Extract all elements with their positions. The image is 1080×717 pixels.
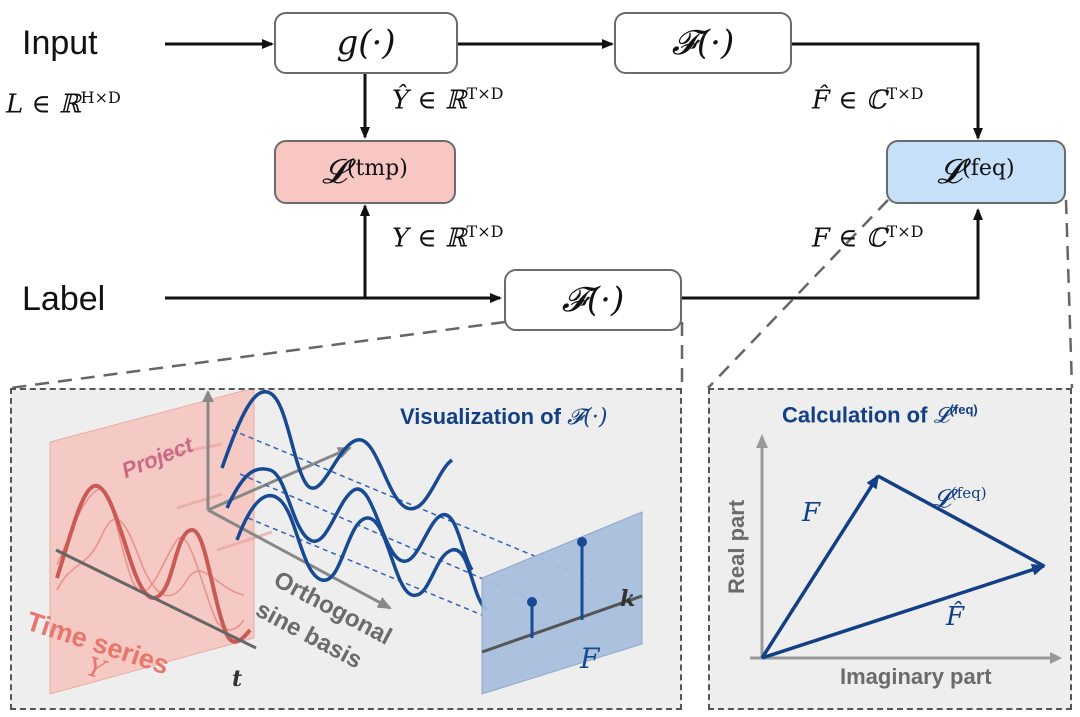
calculation-title-text: Calculation of xyxy=(782,402,934,428)
depth-axis xyxy=(207,508,392,610)
yhat-sup: T×D xyxy=(466,84,504,103)
zoom-line-right-a xyxy=(707,199,889,389)
input-set-text: L ∈ ℝ xyxy=(6,89,81,120)
calculation-title-math: 𝓛 xyxy=(933,403,950,429)
t-axis xyxy=(55,548,257,650)
imaginary-part-label: Imaginary part xyxy=(840,664,992,689)
t-axis-label: t xyxy=(232,666,242,692)
fourier-bottom-text: 𝓕(·) xyxy=(561,280,625,320)
fhat-label: F̂ ∈ ℂT×D xyxy=(812,84,923,116)
vector-F xyxy=(760,474,880,659)
sine-wave-3 xyxy=(235,493,489,612)
spectrum-stems xyxy=(530,542,584,638)
vector-loss xyxy=(877,474,1045,568)
fourier-bottom-box: 𝓕(·) xyxy=(504,269,682,331)
sine-wave-2 xyxy=(225,467,474,571)
label-label: Label xyxy=(22,280,106,318)
time-series-plane xyxy=(49,390,255,695)
f-text: F ∈ ℂ xyxy=(812,223,887,254)
calculation-graphic xyxy=(750,434,1062,664)
k-axis xyxy=(481,594,643,654)
visualization-title: Visualization of 𝓕(·) xyxy=(400,404,607,430)
input-set-sup: H×D xyxy=(80,88,121,107)
g-function-box: g(·) xyxy=(274,12,458,74)
f-sup: T×D xyxy=(886,222,924,241)
visualization-title-text: Visualization of xyxy=(400,404,568,429)
vector-Fhat xyxy=(761,564,1046,660)
feq-loss-base: 𝓛 xyxy=(937,152,963,192)
calculation-title-sup: (feq) xyxy=(949,402,978,417)
loss-vector-label: 𝓛(feq) xyxy=(932,484,987,516)
sine-wave-1 xyxy=(220,390,454,511)
time-series-thin-curve-2 xyxy=(56,518,245,597)
feq-loss-sup: (feq) xyxy=(962,155,1015,181)
yhat-label: Ŷ ∈ ℝT×D xyxy=(392,84,503,116)
f-label: F ∈ ℂT×D xyxy=(812,222,923,254)
g-function-text: g(·) xyxy=(336,23,396,63)
arrow-fbottom-to-feq xyxy=(682,208,983,300)
tmp-loss-sup: (tmp) xyxy=(346,155,408,181)
time-series-thick-curve xyxy=(55,483,252,644)
input-set-label: L ∈ ℝH×D xyxy=(6,88,121,120)
visualization-panel: t k F xyxy=(10,388,682,710)
input-label: Input xyxy=(22,24,98,62)
spectrum-F-label: F xyxy=(579,642,601,675)
k-axis-label: k xyxy=(620,586,635,612)
visualization-title-math: 𝓕(·) xyxy=(567,405,608,430)
real-part-label: Real part xyxy=(724,499,749,594)
fourier-top-text: 𝓕(·) xyxy=(671,23,735,63)
visualization-graphic: t k F xyxy=(49,390,643,695)
y-label: Y ∈ ℝT×D xyxy=(392,222,503,254)
loss-vector-sup: (feq) xyxy=(950,484,987,502)
frequency-plane xyxy=(481,511,643,695)
arrow-f-to-feq xyxy=(792,42,983,140)
fhat-sup: T×D xyxy=(886,84,924,103)
y-sup: T×D xyxy=(466,222,504,241)
fhat-text: F̂ ∈ ℂ xyxy=(812,85,887,116)
fourier-top-box: 𝓕(·) xyxy=(614,12,792,74)
zoom-line-left-a xyxy=(9,320,506,390)
zoom-line-right-b xyxy=(1064,199,1074,389)
feq-loss-box: 𝓛(feq) xyxy=(886,140,1066,204)
yhat-text: Ŷ ∈ ℝ xyxy=(392,85,467,116)
tmp-loss-base: 𝓛 xyxy=(322,152,347,192)
calculation-panel: Calculation of 𝓛(feq) Real part Imaginar… xyxy=(708,388,1072,710)
loss-vector-base: 𝓛 xyxy=(932,484,951,515)
y-text: Y ∈ ℝ xyxy=(392,223,467,254)
calculation-title: Calculation of 𝓛(feq) xyxy=(782,402,978,428)
vector-Fhat-label: F̂ xyxy=(946,602,965,632)
vector-F-label: F xyxy=(802,498,821,528)
tmp-loss-box: 𝓛(tmp) xyxy=(274,140,456,204)
